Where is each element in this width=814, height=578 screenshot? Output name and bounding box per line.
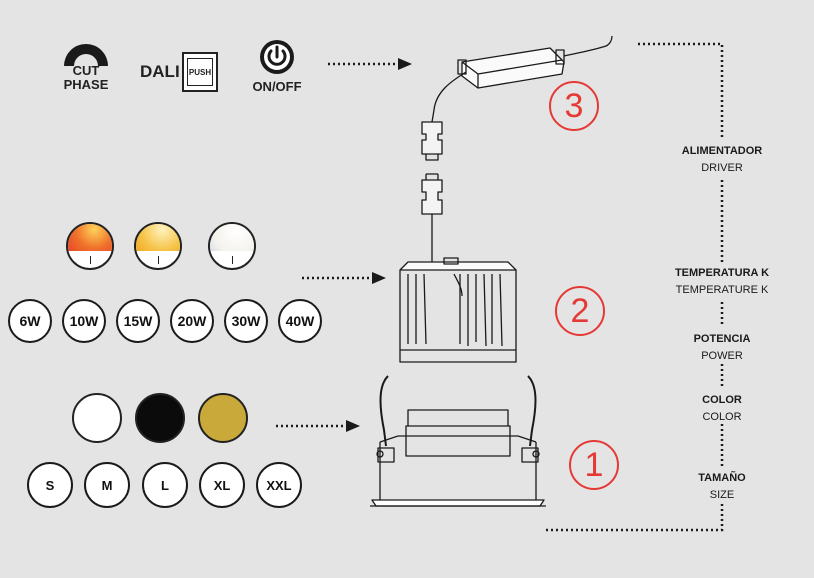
arrow-to-module bbox=[302, 272, 386, 284]
driver-label-en: DRIVER bbox=[701, 162, 743, 174]
finish-black-swatch[interactable] bbox=[135, 393, 185, 443]
callout-driver-number: 3 bbox=[549, 81, 599, 131]
watt-option[interactable]: 20W bbox=[170, 299, 214, 343]
callout-housing-number: 1 bbox=[569, 440, 619, 490]
size-label: TAMAÑO SIZE bbox=[660, 472, 784, 502]
temperature-warm-swatch bbox=[66, 222, 114, 270]
temperature-label-en: TEMPERATURE K bbox=[675, 284, 769, 296]
temperature-cool-fill bbox=[210, 224, 254, 252]
power-icon bbox=[258, 38, 296, 76]
cut-phase-icon bbox=[60, 38, 112, 68]
finish-white-swatch[interactable] bbox=[72, 393, 122, 443]
callout-module-number: 2 bbox=[555, 286, 605, 336]
cut-phase-label: CUT PHASE bbox=[58, 64, 114, 92]
power-label-en: POWER bbox=[701, 350, 743, 362]
size-option[interactable]: XL bbox=[199, 462, 245, 508]
color-label-en: COLOR bbox=[702, 411, 742, 423]
arrow-to-housing bbox=[276, 420, 360, 432]
size-option[interactable]: M bbox=[84, 462, 130, 508]
watt-option[interactable]: 40W bbox=[278, 299, 322, 343]
arrow-to-driver bbox=[328, 58, 412, 70]
downlight-exploded-drawing bbox=[370, 35, 613, 507]
size-label-en: SIZE bbox=[709, 489, 735, 501]
power-label: POTENCIA POWER bbox=[660, 333, 784, 363]
watt-option[interactable]: 10W bbox=[62, 299, 106, 343]
size-option[interactable]: S bbox=[27, 462, 73, 508]
size-option[interactable]: XXL bbox=[256, 462, 302, 508]
dali-icon: DALI PUSH bbox=[140, 52, 230, 96]
finish-gold-swatch[interactable] bbox=[198, 393, 248, 443]
driver-label: ALIMENTADOR DRIVER bbox=[660, 145, 784, 175]
dali-label: DALI bbox=[140, 62, 180, 81]
watt-option[interactable]: 6W bbox=[8, 299, 52, 343]
temperature-warm-fill bbox=[68, 224, 112, 252]
color-label: COLOR COLOR bbox=[660, 394, 784, 424]
onoff-label: ON/OFF bbox=[252, 79, 302, 94]
temperature-label-es: TEMPERATURA K bbox=[674, 267, 770, 279]
push-label: PUSH bbox=[188, 67, 212, 77]
size-label-es: TAMAÑO bbox=[698, 472, 746, 484]
temperature-neutral-fill bbox=[136, 224, 180, 252]
watt-option[interactable]: 15W bbox=[116, 299, 160, 343]
driver-label-es: ALIMENTADOR bbox=[681, 145, 763, 157]
temperature-label: TEMPERATURA K TEMPERATURE K bbox=[656, 267, 788, 297]
cut-phase-line2: PHASE bbox=[63, 77, 109, 92]
cut-phase-line1: CUT bbox=[72, 63, 100, 78]
dotted-bracket bbox=[546, 42, 724, 532]
push-button-icon: PUSH bbox=[182, 52, 218, 92]
power-label-es: POTENCIA bbox=[693, 333, 751, 345]
watt-option[interactable]: 30W bbox=[224, 299, 268, 343]
temperature-cool-swatch bbox=[208, 222, 256, 270]
temperature-neutral-swatch bbox=[134, 222, 182, 270]
color-label-es: COLOR bbox=[702, 394, 742, 406]
size-option[interactable]: L bbox=[142, 462, 188, 508]
